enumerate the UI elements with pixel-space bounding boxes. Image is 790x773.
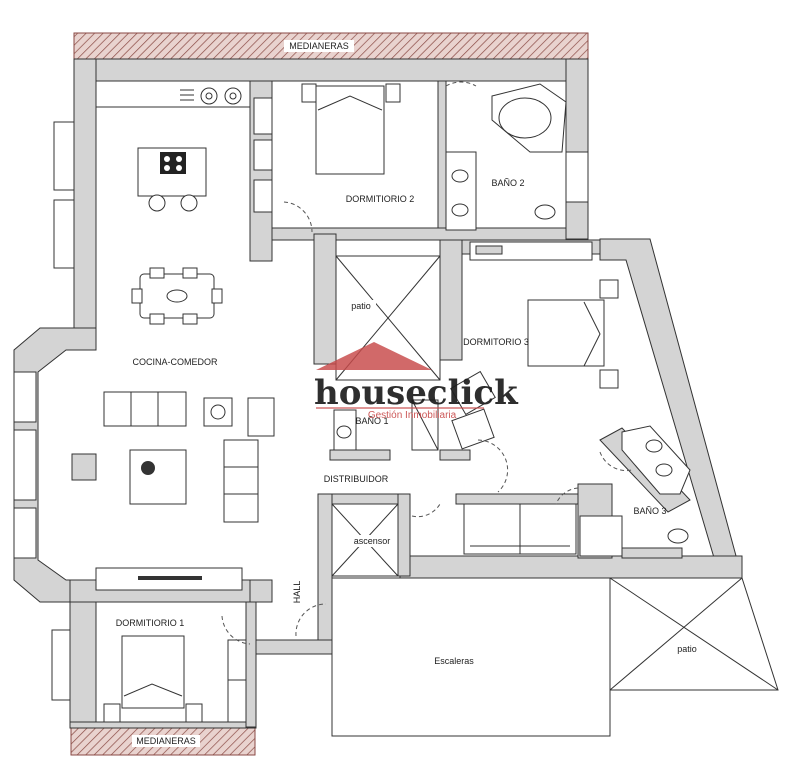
closets-distributor (463, 503, 577, 555)
bano1-label: BAÑO 1 (355, 416, 388, 426)
ascensor-label: ascensor (354, 536, 391, 546)
dining-table (131, 267, 223, 325)
bano2-label: BAÑO 2 (491, 178, 524, 188)
dorm1-furniture (103, 635, 247, 723)
kitchen-counter (95, 80, 251, 108)
brand-tagline: Gestión Inmobiliaria (368, 410, 457, 421)
windows-left (13, 121, 75, 701)
medianeras-bottom-label-bg (132, 735, 200, 747)
sideboard (95, 567, 243, 591)
distribuidor-label: DISTRIBUIDOR (324, 474, 389, 484)
stairs (331, 577, 611, 737)
medianeras-bottom-strip (70, 726, 256, 756)
bano2-fixtures (445, 83, 589, 231)
dorm3-furniture (450, 241, 619, 450)
dormitorio3-label: DORMITORIO 3 (463, 337, 529, 347)
door-swings (221, 81, 633, 645)
dormitorio1-label: DORMITIORIO 1 (116, 618, 185, 628)
houseclick-logo: houseclick Gestión Inmobiliaria (314, 342, 519, 421)
medianeras-top-label-bg (284, 40, 354, 52)
medianeras-bottom-label: MEDIANERAS (136, 736, 196, 746)
escaleras-label: Escaleras (434, 656, 474, 666)
brand-name: houseclick (314, 373, 519, 413)
cocina-label: COCINA-COMEDOR (133, 357, 218, 367)
closets-kitchen-side (253, 97, 273, 213)
bano1-fixtures (333, 399, 439, 451)
hall-label: HALL (292, 581, 302, 604)
living-furniture (71, 391, 275, 523)
bano3-fixtures (579, 425, 691, 557)
kitchen-island (137, 147, 207, 212)
outer-patio (609, 577, 779, 691)
bano3-label: BAÑO 3 (633, 506, 666, 516)
medianeras-top-label: MEDIANERAS (289, 41, 349, 51)
patio-outer-label: patio (677, 644, 697, 654)
dormitorio2-label: DORMITIORIO 2 (346, 194, 415, 204)
patio-inner-label: patio (351, 301, 371, 311)
bed-dorm2 (301, 83, 401, 175)
